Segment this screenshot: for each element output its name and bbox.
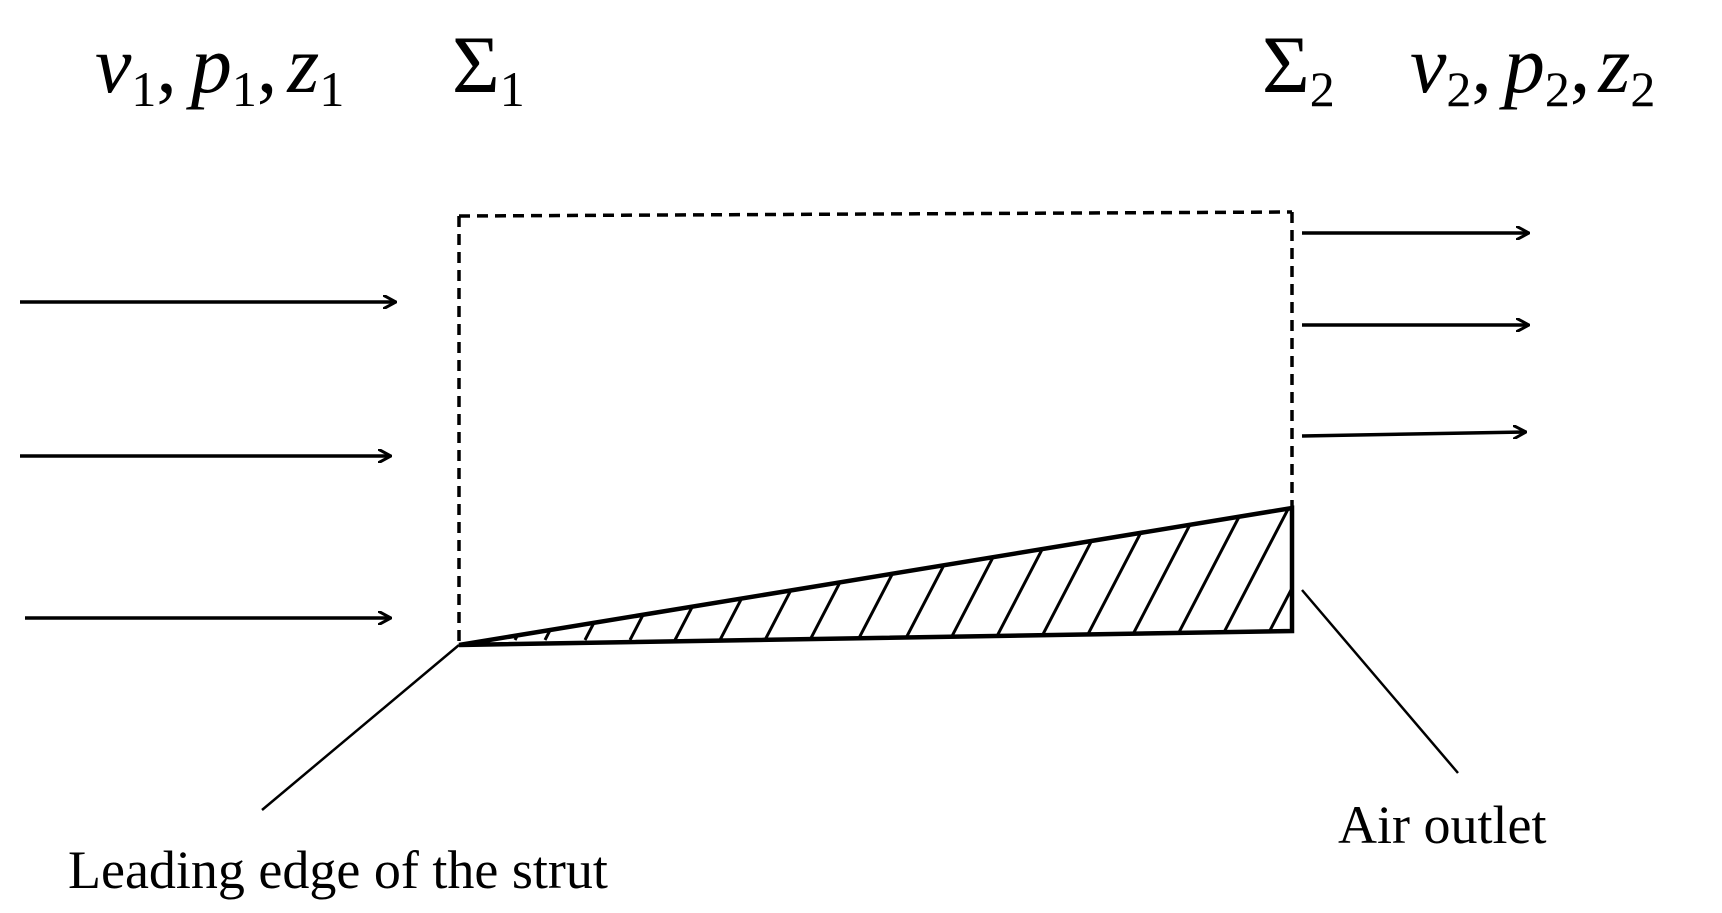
hatch-line — [856, 508, 938, 641]
outlet-comma-2: , — [1570, 19, 1591, 110]
outlet-z-symbol: z — [1597, 19, 1630, 110]
leading-edge-leader-line — [261, 644, 460, 811]
outlet-surface-label: Σ2 — [1262, 19, 1335, 117]
outlet-p-subscript: 2 — [1545, 61, 1570, 117]
outlet-v-subscript: 2 — [1446, 61, 1471, 117]
hatch-line — [1218, 508, 1292, 641]
strut-wedge — [458, 505, 1295, 648]
hatch-line — [808, 508, 890, 641]
inlet-variables: v1,p1,z1 — [95, 19, 344, 117]
hatch-line — [993, 508, 1075, 641]
sigma-2-subscript: 2 — [1310, 61, 1335, 117]
outlet-p-symbol: p — [1499, 19, 1545, 110]
sigma-1-subscript: 1 — [500, 61, 525, 117]
svg-text:Σ2: Σ2 — [1262, 19, 1335, 117]
inlet-v-symbol: v — [95, 19, 132, 110]
air-outlet-label: Air outlet — [1338, 795, 1546, 855]
outlet-variables: v2,p2,z2 — [1410, 19, 1655, 117]
inlet-v-subscript: 1 — [131, 61, 156, 117]
hatch-line — [1128, 508, 1210, 641]
hatch-line — [763, 508, 845, 641]
svg-text:v1,p1,z1: v1,p1,z1 — [95, 19, 344, 117]
strut-outline — [458, 505, 1295, 648]
sigma-1-symbol: Σ — [452, 19, 500, 110]
outlet-flow-arrows — [1301, 233, 1528, 436]
outlet-comma-1: , — [1471, 19, 1492, 110]
inlet-surface-label: Σ1 — [452, 19, 525, 117]
svg-text:v2,p2,z2: v2,p2,z2 — [1410, 19, 1655, 117]
inlet-z-symbol: z — [286, 19, 319, 110]
hatch-line — [1173, 508, 1255, 641]
control-volume-top-edge — [458, 210, 1293, 218]
inlet-p-subscript: 1 — [232, 61, 257, 117]
inlet-flow-arrows — [20, 302, 395, 618]
inlet-p-symbol: p — [186, 19, 232, 110]
air-outlet-leader-line — [1301, 589, 1459, 774]
hatch-line — [628, 508, 710, 641]
hatch-line — [513, 508, 595, 641]
hatch-line — [1263, 508, 1292, 641]
svg-text:Σ1: Σ1 — [452, 19, 525, 117]
hatch-line — [718, 508, 800, 641]
hatch-line — [673, 508, 755, 641]
outlet-arrow-bottom — [1301, 432, 1525, 436]
inlet-comma-2: , — [257, 19, 278, 110]
hatch-line — [1038, 508, 1120, 641]
hatch-line — [948, 508, 1030, 641]
inlet-z-subscript: 1 — [319, 61, 344, 117]
outlet-z-subscript: 2 — [1630, 61, 1655, 117]
outlet-v-symbol: v — [1410, 19, 1447, 110]
inlet-comma-1: , — [156, 19, 177, 110]
sigma-2-symbol: Σ — [1262, 19, 1310, 110]
hatch-line — [543, 508, 625, 641]
hatch-line — [1083, 508, 1165, 641]
leading-edge-label: Leading edge of the strut — [68, 840, 608, 900]
control-volume-boundary — [457, 210, 1294, 645]
